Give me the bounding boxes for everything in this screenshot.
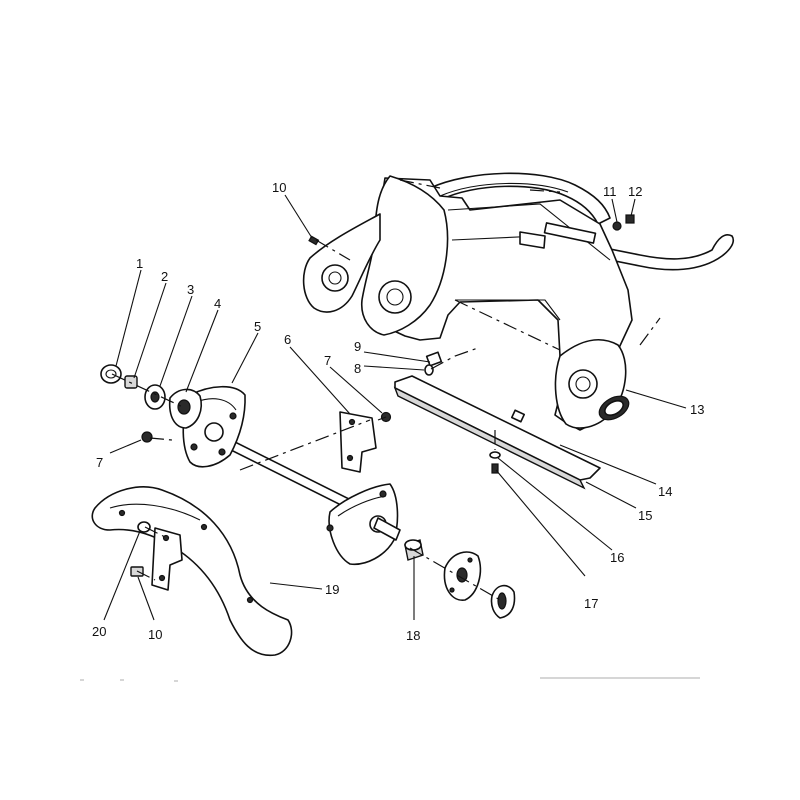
callout-14: 14 (658, 484, 672, 499)
callout-7-left: 7 (96, 455, 103, 470)
scraper-bar (393, 375, 601, 490)
callout-10-lower: 10 (148, 627, 162, 642)
auger-blade-right (326, 483, 401, 565)
bolt-10-upper (308, 235, 320, 246)
bearing-right (490, 584, 516, 619)
callout-11: 11 (603, 184, 617, 199)
callout-labels: 1 2 3 4 5 6 7 7 8 9 10 10 11 12 13 14 15… (92, 180, 704, 643)
callout-19: 19 (325, 582, 339, 597)
impeller-bracket (151, 527, 183, 591)
nut-7-left (141, 431, 153, 443)
callout-1: 1 (136, 256, 143, 271)
callout-6: 6 (284, 332, 291, 347)
shaft-bracket (339, 411, 377, 473)
callout-15: 15 (638, 508, 652, 523)
callout-7-upper: 7 (324, 353, 331, 368)
screw-17 (491, 463, 499, 474)
callout-5: 5 (254, 319, 261, 334)
callout-2: 2 (161, 269, 168, 284)
impeller-plate-19 (91, 486, 293, 657)
callout-9: 9 (354, 339, 361, 354)
leader-lines (103, 194, 687, 621)
bushing-2 (124, 375, 138, 389)
washer-16 (489, 451, 501, 459)
callout-18: 18 (406, 628, 420, 643)
callout-10-upper: 10 (272, 180, 286, 195)
callout-13: 13 (690, 402, 704, 417)
callout-4: 4 (214, 296, 221, 311)
callout-3: 3 (187, 282, 194, 297)
washer-20 (137, 521, 151, 533)
callout-16: 16 (610, 550, 624, 565)
callout-8: 8 (354, 361, 361, 376)
bolt-12 (625, 214, 635, 224)
callout-17: 17 (584, 596, 598, 611)
auger-housing (302, 172, 735, 431)
scan-marks (80, 677, 700, 682)
bearing-3 (144, 384, 166, 410)
bearing-flange-4 (168, 388, 202, 429)
nut-11 (612, 221, 622, 231)
carriage-bolt-8 (424, 364, 434, 376)
washer-1 (100, 364, 122, 384)
right-bearing-seal (598, 395, 630, 421)
bearing-flange-right (443, 551, 482, 601)
assembly-lines (111, 179, 661, 601)
callout-20: 20 (92, 624, 106, 639)
callout-12: 12 (628, 184, 642, 199)
